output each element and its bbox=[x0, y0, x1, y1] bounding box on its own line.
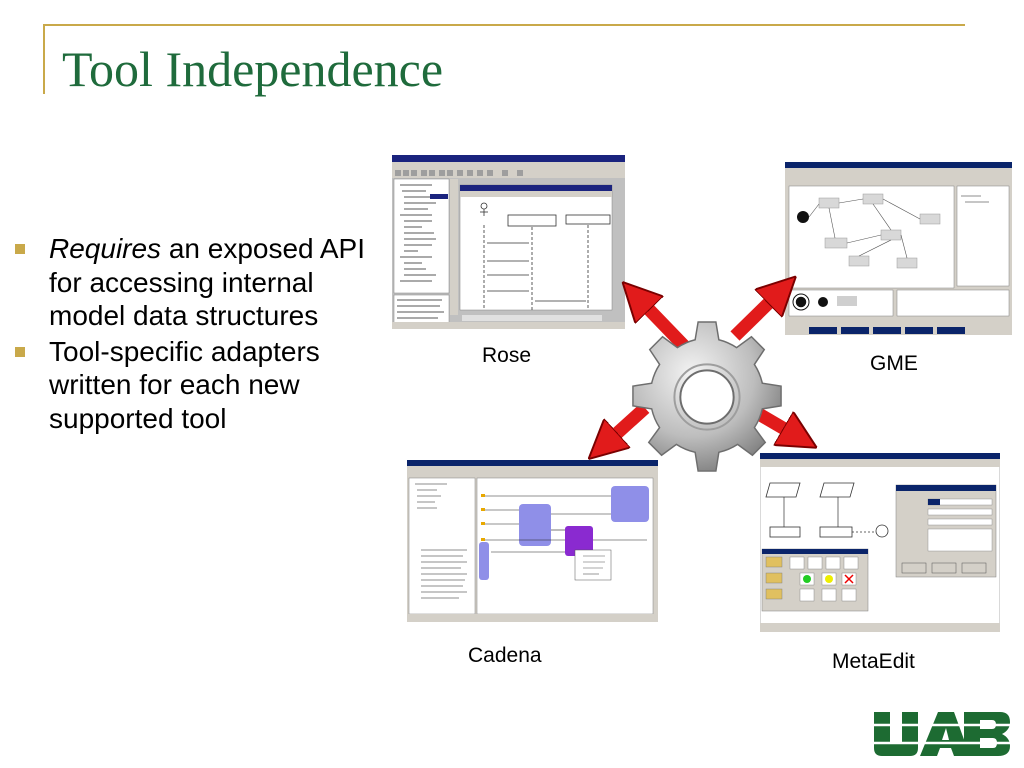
bullet-square-icon bbox=[15, 244, 25, 254]
cadena-window-image bbox=[407, 460, 658, 622]
bullet-square-icon bbox=[15, 346, 25, 357]
gme-screenshot bbox=[785, 162, 1012, 335]
metaedit-screenshot bbox=[760, 453, 1000, 632]
gme-window-image bbox=[785, 162, 1012, 335]
rose-screenshot bbox=[392, 155, 625, 329]
label-cadena: Cadena bbox=[468, 644, 542, 667]
bullet-list: Requires an exposed API for accessing in… bbox=[12, 232, 387, 437]
label-rose: Rose bbox=[482, 344, 532, 367]
bullet-text: Tool-specific adapters written for each … bbox=[49, 335, 320, 434]
label-metaedit: MetaEdit bbox=[832, 650, 915, 673]
label-gme: GME bbox=[870, 352, 918, 375]
bullet-item: Requires an exposed API for accessing in… bbox=[12, 232, 387, 333]
rose-window-image bbox=[392, 155, 625, 329]
frame-left-rule bbox=[43, 24, 45, 94]
bullet-text: an exposed API for accessing internal mo… bbox=[49, 233, 365, 331]
metaedit-window-image bbox=[760, 453, 1000, 632]
bullet-item: Tool-specific adapters written for each … bbox=[12, 335, 387, 436]
gear-icon bbox=[632, 321, 782, 472]
cadena-screenshot bbox=[407, 460, 658, 622]
uab-logo-icon bbox=[872, 712, 1012, 756]
bullet-emphasis: Requires bbox=[49, 233, 162, 264]
frame-top-rule bbox=[43, 24, 965, 26]
slide-title: Tool Independence bbox=[62, 41, 444, 97]
